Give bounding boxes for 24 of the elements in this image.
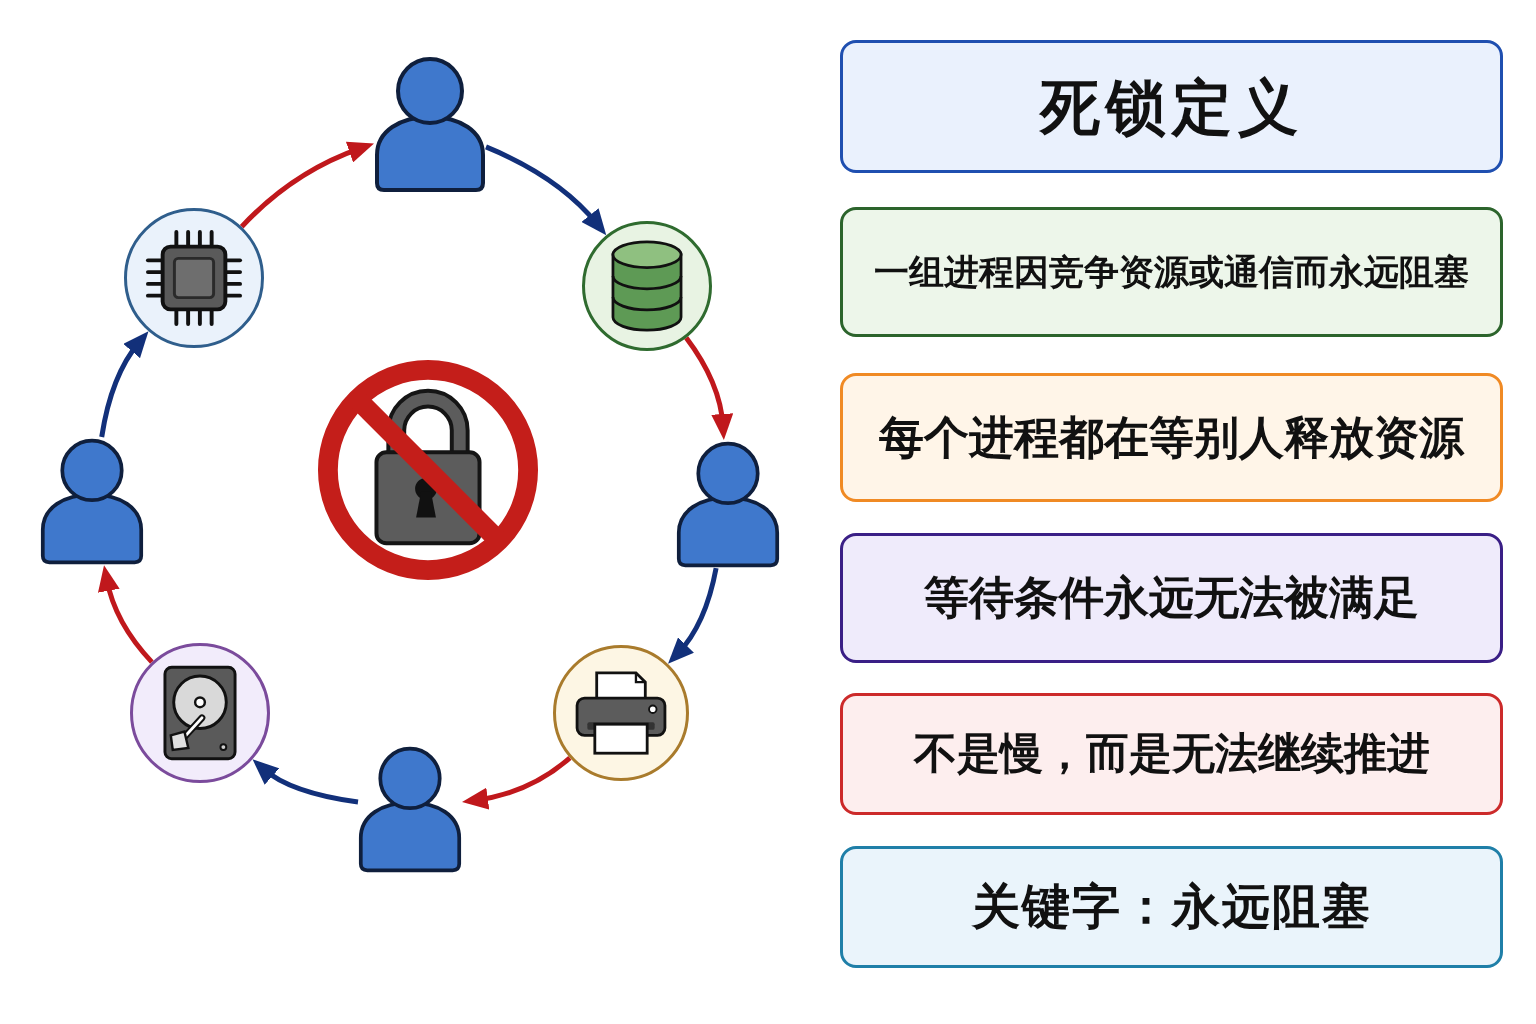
arrow (684, 336, 733, 440)
person-icon (676, 440, 780, 569)
statement-card (840, 693, 1503, 815)
statement-text: 一组进程因竞争资源或通信而永远阻塞 (874, 251, 1469, 293)
keyword-card (840, 846, 1503, 968)
title-card (840, 40, 1503, 173)
person-icon (40, 437, 144, 566)
statement-card (840, 207, 1503, 337)
arrow (668, 567, 719, 665)
statement-text: 不是慢，而是无法继续推进 (913, 728, 1430, 780)
arrow (462, 756, 572, 810)
heading-text: 死锁定义 (1039, 70, 1304, 143)
arrow (99, 330, 149, 438)
statement-card (840, 533, 1503, 663)
statement-text: 等待条件永远无法被满足 (924, 571, 1419, 625)
arrow (485, 144, 607, 236)
person-icon (358, 745, 462, 874)
arrow (98, 565, 154, 664)
keyword-text: 关键字：永远阻塞 (971, 878, 1372, 936)
statement-card (840, 373, 1503, 502)
arrow (252, 759, 359, 805)
arrow (239, 141, 374, 229)
statement-text: 每个进程都在等别人释放资源 (879, 410, 1464, 465)
person-icon (374, 55, 486, 193)
